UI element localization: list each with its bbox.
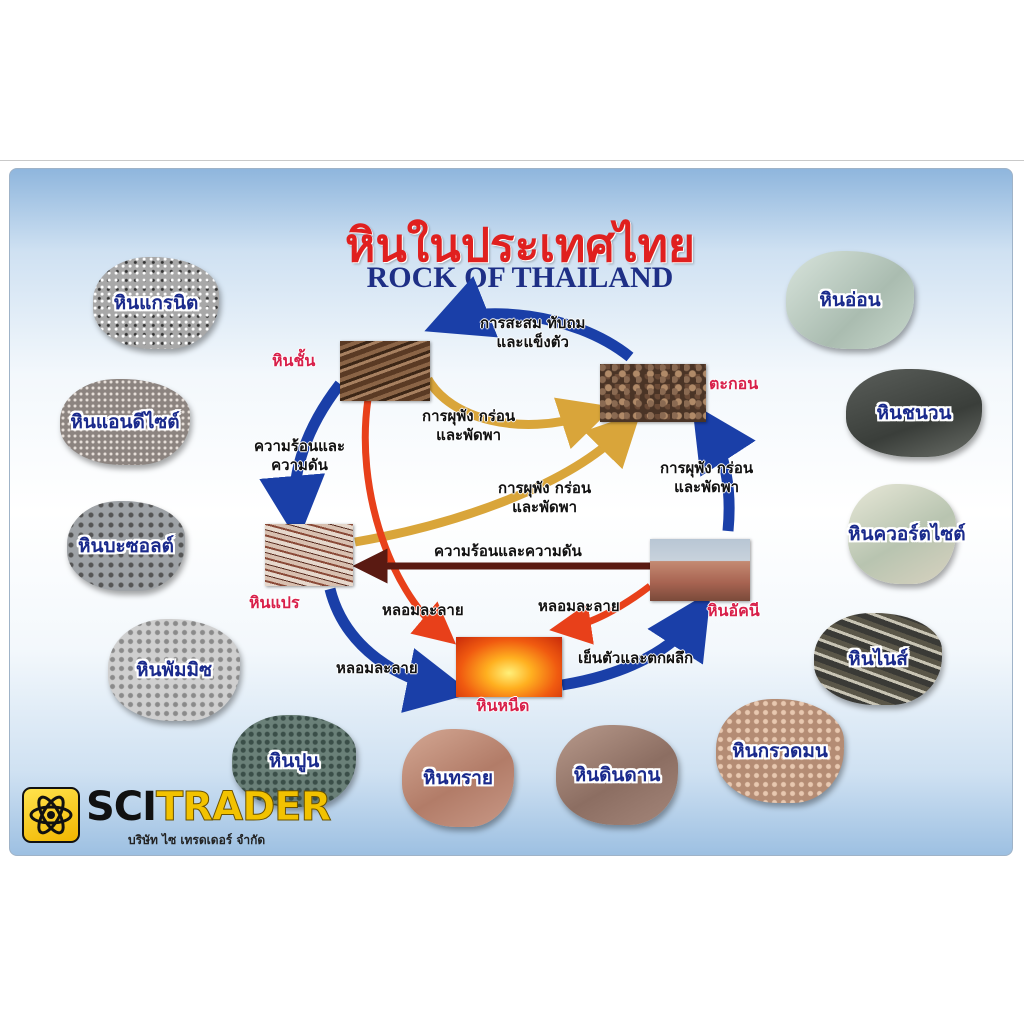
atom-icon [29,795,73,835]
brand-name-sci: SCI [86,784,157,830]
label-deposition: การสะสม ทับถม และแข็งตัว [480,314,585,352]
arrow-deposition [424,276,634,362]
node-sediment: ตะกอน [709,374,759,393]
brand-logo [22,787,80,843]
title-thai: หินในประเทศไทย [345,218,695,272]
rock-limestone-label: หินปูน [268,750,320,772]
label-erosion-right: การผุพัง กร่อน และพัดพา [660,459,753,497]
arrow-erosion-middle [354,411,641,547]
rock-shale-label: หินดินดาน [573,764,661,786]
label-deposition-line2: และแข็งตัว [496,333,569,351]
label-heat-pressure-middle: ความร้อนและความดัน [434,542,582,560]
rock-marble: หินอ่อน [786,251,914,349]
rock-gneiss: หินไนส์ [814,613,942,705]
rock-granite: หินแกรนิต [93,257,219,349]
node-sedimentary-rock: หินชั้น [272,351,316,370]
rock-slate-label: หินชนวน [876,402,952,424]
rock-conglomerate: หินกรวดมน [716,699,844,803]
label-heat-pressure-left: ความร้อนและ ความดัน [254,437,345,475]
arrow-melt-right [549,583,653,645]
label-erosion-right-line2: และพัดพา [674,478,740,496]
rock-slate: หินชนวน [846,369,982,457]
metamorphic-rock-photo [265,524,353,586]
brand-name: SCITRADER [86,784,332,830]
brand-name-trader: TRADER [156,784,332,830]
arrow-heat-pressure-left [259,380,345,542]
arrow-erosion-top [424,376,614,449]
title-english: ROCK OF THAILAND [366,261,674,294]
label-erosion-middle: การผุพัง กร่อน และพัดพา [498,479,591,517]
rock-sandstone-label: หินทราย [422,767,494,789]
top-divider [0,160,1024,161]
rock-gneiss-label: หินไนส์ [848,648,908,670]
rock-sandstone: หินทราย [402,729,514,827]
node-magma: หินหนืด [476,696,530,715]
rock-pumice: หินพัมมิซ [108,619,240,721]
rock-basalt: หินบะซอลต์ [67,501,185,591]
sedimentary-rock-photo [340,341,430,401]
rock-basalt-label: หินบะซอลต์ [77,535,175,557]
arrow-erosion-right [691,403,756,532]
sediment-photo [600,364,706,422]
rock-limestone: หินปูน [232,715,356,807]
label-melt-right: หลอมละลาย [538,597,620,615]
label-heat-pressure-left-line1: ความร้อนและ [254,437,346,455]
rock-marble-label: หินอ่อน [819,289,881,311]
label-erosion-middle-line2: และพัดพา [512,498,578,516]
rock-pumice-label: หินพัมมิซ [136,659,212,681]
rock-quartzite-label: หินควอร์ตไซต์ [848,523,966,545]
poster-board: หินในประเทศไทย ROCK OF THAILAND [9,168,1013,856]
rock-granite-label: หินแกรนิต [113,292,199,314]
node-igneous-rock: หินอัคนี [707,601,760,620]
label-erosion-top-line1: การผุพัง กร่อน [422,407,516,425]
label-erosion-right-line1: การผุพัง กร่อน [660,459,754,477]
rock-quartzite: หินควอร์ตไซต์ [848,484,966,584]
brand-company: บริษัท ไซ เทรดเดอร์ จำกัด [128,833,266,847]
label-melt-bottom: หลอมละลาย [336,659,418,677]
arrow-cool-crystallize [561,591,711,691]
rock-andesite: หินแอนดีไซต์ [60,379,190,465]
node-metamorphic-rock: หินแปร [249,593,300,612]
label-erosion-middle-line1: การผุพัง กร่อน [498,479,592,497]
rock-cycle-diagram [259,276,756,713]
label-melt-left: หลอมละลาย [382,601,464,619]
magma-photo [456,637,562,697]
arrow-melt-left [361,398,457,645]
label-cool-crystallize: เย็นตัวและตกผลึก [578,649,694,667]
label-erosion-top: การผุพัง กร่อน และพัดพา [422,407,515,445]
label-heat-pressure-left-line2: ความดัน [271,456,328,474]
arrow-melt-bottom [324,587,473,713]
label-deposition-line1: การสะสม ทับถม [480,314,586,332]
rock-shale: หินดินดาน [556,725,678,825]
rock-andesite-label: หินแอนดีไซต์ [70,411,180,433]
label-erosion-top-line2: และพัดพา [436,426,502,444]
rock-conglomerate-label: หินกรวดมน [732,740,828,762]
igneous-rock-photo [650,539,750,601]
